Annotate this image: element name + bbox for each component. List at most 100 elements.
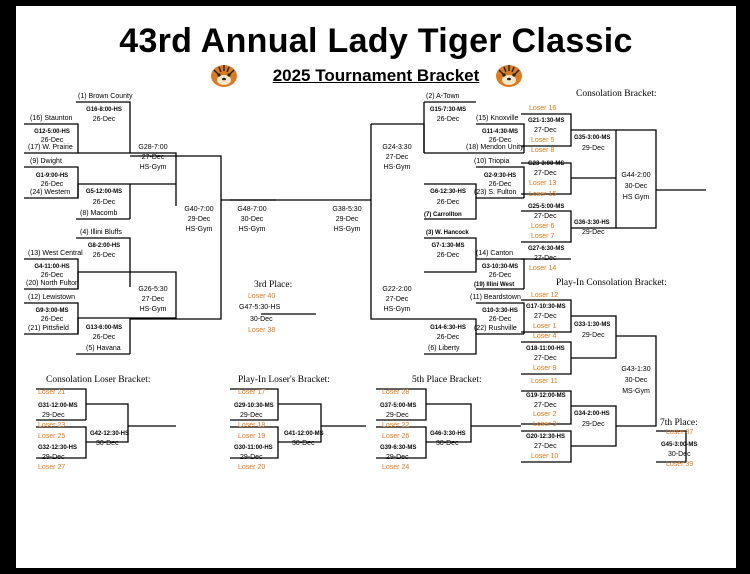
game-date: 27-Dec: [534, 127, 557, 134]
game-date: 29-Dec: [42, 454, 65, 461]
game-date: 29-Dec: [42, 412, 65, 419]
game-date: 29-Dec: [240, 412, 263, 419]
game-code: G45-3:00-MS: [661, 442, 698, 448]
loser-label: Loser 28: [382, 389, 410, 396]
game-date: 29-Dec: [582, 145, 605, 152]
game-code: G36-3:30-HS: [574, 220, 610, 226]
loser-label: Loser 19: [238, 433, 266, 440]
loser-label: Loser 11: [531, 378, 558, 385]
game-code: G30-11:00-HS: [234, 445, 273, 451]
loser-label: Loser 4: [533, 333, 557, 340]
game-date: 26-Dec: [488, 137, 512, 144]
game-date: 26-Dec: [92, 252, 116, 259]
loser-label: Loser 22: [382, 422, 410, 429]
loser-label: Loser 7: [531, 233, 555, 240]
game-code: G2-9:30-HS: [483, 173, 517, 179]
game-code: G23-3:00-MS: [528, 161, 565, 167]
game-date: 27-Dec: [534, 213, 557, 220]
team-label: (3) W. Hancock: [426, 230, 469, 236]
game-date: 27-Dec: [534, 443, 557, 450]
game-date: 30-Dec: [240, 216, 264, 223]
loser-label: Loser 1: [533, 323, 557, 330]
game-date: 27-Dec: [141, 296, 165, 303]
game-date: 29-Dec: [386, 454, 409, 461]
team-label: (14) Canton: [476, 250, 513, 257]
loser-label: Loser 12: [531, 292, 559, 299]
game-date: 30-Dec: [292, 440, 315, 447]
team-label: (5) Havana: [86, 345, 121, 352]
game-date: 30-Dec: [250, 316, 273, 323]
team-label: (2) A-Town: [426, 93, 460, 100]
game-date: 29-Dec: [187, 216, 211, 223]
game-code: G5-12:00-MS: [85, 189, 123, 195]
game-code: G6-12:30-HS: [430, 189, 466, 195]
game-site: HS Gym: [622, 194, 650, 201]
team-label: (7) Carrollton: [424, 212, 462, 218]
game-date: 27-Dec: [141, 154, 165, 161]
game-code: G40-7:00: [184, 206, 214, 213]
game-date: 27-Dec: [385, 296, 409, 303]
game-code: G21-1:30-MS: [528, 118, 565, 124]
play-in-consolation-title: Play-In Consolation Bracket:: [556, 278, 667, 288]
game-code: G43-1:30: [621, 366, 651, 373]
team-label: (18) Mendon Unity: [466, 144, 524, 151]
game-code: G4-11:00-HS: [34, 264, 70, 270]
consolation-loser-title: Consolation Loser Bracket:: [46, 375, 151, 385]
game-date: 26-Dec: [92, 116, 116, 123]
tiger-icon: [211, 65, 237, 87]
game-code: G33-1:30-MS: [574, 322, 611, 328]
game-date: 27-Dec: [534, 355, 557, 362]
game-site: HS-Gym: [383, 306, 411, 313]
game-date: 26-Dec: [488, 316, 512, 323]
loser-label: Loser 23: [38, 422, 66, 429]
team-label: (6) Liberty: [428, 345, 460, 352]
game-code: G47-5:30-HS: [239, 304, 281, 311]
tiger-icon: [496, 65, 522, 87]
game-date: 26-Dec: [40, 137, 64, 144]
loser-label: Loser 10: [531, 453, 559, 460]
game-code: G10-3:30-HS: [482, 308, 518, 314]
loser-label: Loser 17: [238, 389, 266, 396]
game-code: G11-4:30-MS: [481, 129, 519, 135]
game-code: G42-12:30-HS: [90, 431, 130, 437]
game-code: G38-5:30: [332, 206, 362, 213]
game-code: G19-12:00-MS: [526, 393, 566, 399]
game-code: G48-7:00: [237, 206, 267, 213]
game-code: G32-12:30-HS: [38, 445, 78, 451]
team-label: (12) Lewistown: [28, 294, 76, 301]
game-code: G12-5:00-HS: [34, 129, 70, 135]
game-code: G17-10:30-MS: [526, 304, 566, 310]
loser-label: Loser 40: [248, 293, 276, 300]
game-code: G41-12:00-MS: [284, 431, 324, 437]
team-label: (10) Triopia: [474, 158, 510, 165]
game-code: G25-5:00-MS: [528, 204, 565, 210]
team-label: (17) W. Prairie: [28, 144, 73, 151]
loser-label: Loser 39: [666, 461, 694, 468]
game-date: 27-Dec: [534, 170, 557, 177]
loser-label: Loser 27: [38, 464, 66, 471]
game-date: 27-Dec: [534, 402, 557, 409]
game-site: HS-Gym: [333, 226, 361, 233]
team-label: (11) Beardstown: [470, 294, 521, 301]
game-date: 27-Dec: [385, 154, 409, 161]
game-code: G1-9:00-HS: [35, 173, 69, 179]
game-code: G24-3:30: [382, 144, 412, 151]
game-code: G34-2:00-HS: [574, 411, 610, 417]
game-code: G26-5:30: [138, 286, 168, 293]
loser-label: Loser 13: [529, 180, 557, 187]
game-date: 26-Dec: [92, 334, 116, 341]
game-date: 26-Dec: [488, 272, 512, 279]
loser-label: Loser 24: [382, 464, 410, 471]
loser-label: Loser 37: [666, 429, 694, 436]
game-code: G13-6:00-MS: [85, 325, 123, 331]
game-code: G44-2:00: [621, 172, 651, 179]
game-site: MS-Gym: [622, 388, 650, 395]
loser-label: Loser 18: [238, 422, 266, 429]
consolation-title: Consolation Bracket:: [576, 89, 657, 99]
bracket-page: 43rd Annual Lady Tiger Classic 2025 Tour…: [16, 6, 736, 568]
game-code: G27-6:30-MS: [528, 246, 565, 252]
game-date: 27-Dec: [534, 255, 557, 262]
game-code: G14-6:30-HS: [430, 325, 466, 331]
page-subtitle: 2025 Tournament Bracket: [272, 66, 480, 85]
game-date: 29-Dec: [582, 332, 605, 339]
